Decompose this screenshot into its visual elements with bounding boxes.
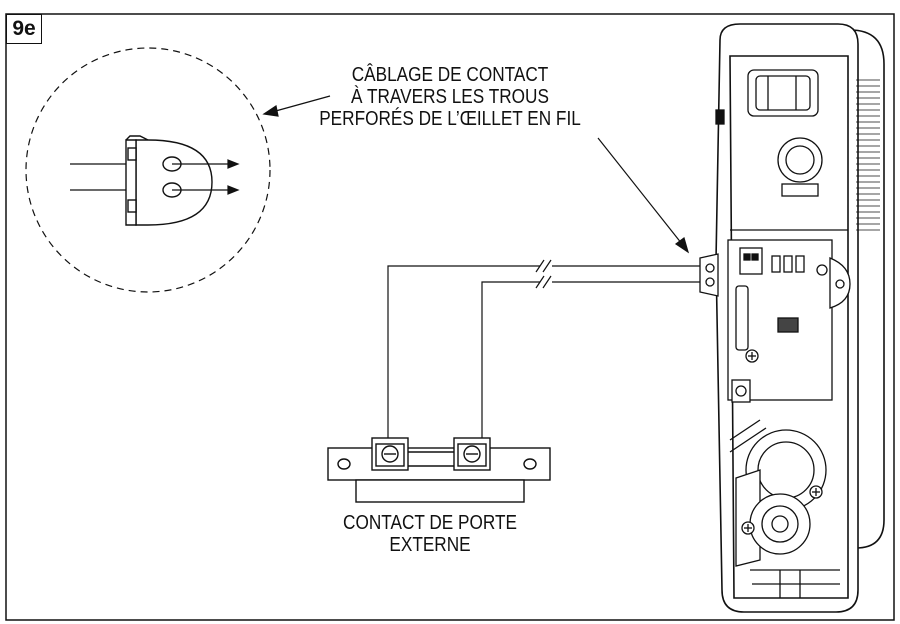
contact-wires	[387, 259, 712, 438]
device-grille	[856, 79, 880, 231]
wiring-callout-line-1: CÂBLAGE DE CONTACT	[351, 64, 549, 86]
figure-border	[5, 13, 895, 621]
external-door-contact	[327, 437, 551, 503]
door-contact-line-1: CONTACT DE PORTE	[343, 512, 517, 534]
leader-arrow-device	[597, 137, 690, 254]
door-contact-line-2: EXTERNE	[389, 534, 471, 556]
wiring-callout-line-3: PERFORÉS DE L’ŒILLET EN FIL	[319, 108, 581, 130]
wiring-callout-line-2: À TRAVERS LES TROUS	[351, 86, 549, 108]
device-top-components	[715, 69, 848, 231]
grommet-detail	[125, 135, 213, 226]
device-lower-mechanism	[729, 419, 840, 598]
wiring-callout: CÂBLAGE DE CONTACT À TRAVERS LES TROUS P…	[295, 64, 605, 130]
device-circuit-board	[727, 239, 833, 403]
device-grommets	[699, 253, 851, 309]
detail-circle	[25, 47, 271, 293]
figure-id-badge: 9e	[6, 14, 42, 44]
detail-wires	[70, 159, 240, 195]
door-contact-callout: CONTACT DE PORTE EXTERNE	[318, 512, 542, 556]
leader-arrow-detail	[262, 95, 331, 117]
